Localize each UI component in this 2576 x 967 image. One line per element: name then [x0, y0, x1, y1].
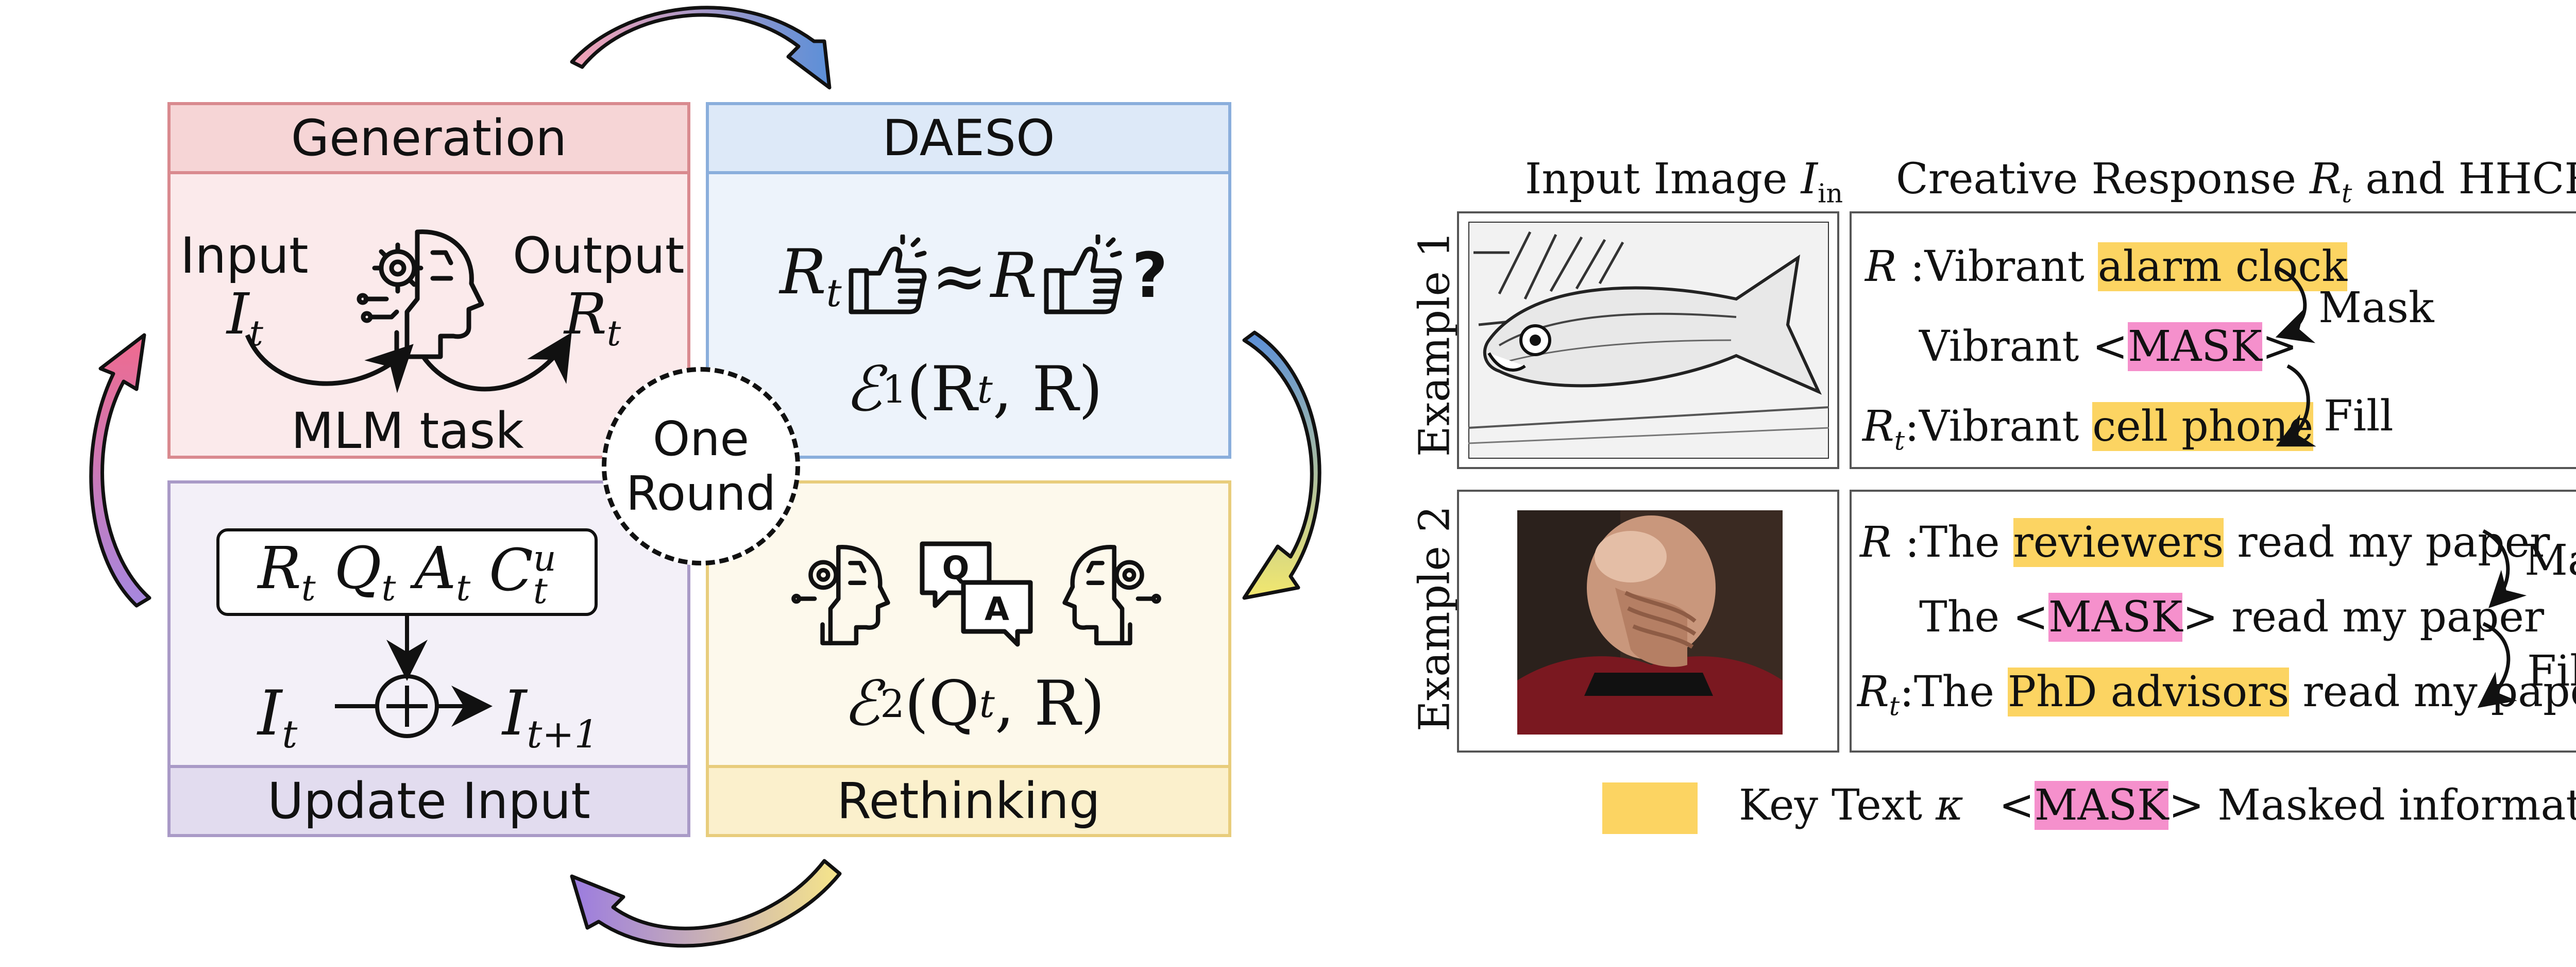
example-1-image [1468, 222, 1829, 459]
example-2-image-cell [1457, 490, 1839, 753]
cycle-arrow-right [1242, 330, 1321, 600]
cycle-arrow-left [89, 333, 151, 608]
example-2-image [1517, 510, 1783, 735]
example-1-text-cell [1850, 211, 2576, 469]
example-2-mask-label: Mask [2524, 536, 2576, 585]
robot-head-icon [357, 229, 484, 359]
mlm-task-label: MLM task [291, 402, 524, 460]
header-creative-response: Creative Response Rt and HHCR R [1896, 155, 2576, 209]
cycle-arrow-bottom [570, 859, 842, 948]
example-1-mask-label: Mask [2318, 284, 2434, 332]
example-1-response: Rt:Vibrant cell phone [1862, 402, 2314, 456]
daeso-comparison: Rt ≈ R ? [732, 232, 1216, 320]
one-round-line2: Round [625, 465, 776, 521]
rethinking-title: Rethinking [837, 772, 1100, 830]
rethinking-header: Rethinking [706, 765, 1231, 837]
daeso-title: DAESO [882, 109, 1055, 167]
generation-title: Generation [291, 109, 567, 167]
example-1-mask-fill-arrows [2275, 266, 2316, 447]
robot-head-icon [791, 545, 890, 645]
mask-token: MASK [2128, 322, 2262, 371]
input-next: It+1 [502, 678, 599, 757]
key-text-legend: Key Text κ [1739, 781, 1963, 830]
example-2-masked: The <MASK> read my paper [1919, 593, 2545, 642]
input-current: It [258, 678, 298, 757]
input-label: Input [180, 227, 309, 285]
example-2-text-cell [1850, 490, 2576, 753]
one-round-line1: One [652, 411, 750, 466]
update-title: Update Input [267, 772, 590, 830]
header-input-image: Input Image Iin [1525, 155, 1843, 209]
svg-text:A: A [985, 590, 1009, 628]
generation-flow-arrows [245, 332, 572, 393]
key-text-swatch [1602, 782, 1698, 834]
example-2-mask-fill-arrows [2477, 529, 2527, 708]
example-2-hhcr: R :The reviewers read my paper [1860, 518, 2550, 567]
update-flow [335, 616, 493, 738]
key-text-highlight: reviewers [2013, 518, 2224, 567]
mask-token: MASK [2048, 593, 2183, 642]
example-2-response: Rt:The PhD advisors read my paper [1857, 668, 2576, 722]
output-label: Output [513, 227, 685, 285]
one-round-badge: One Round [602, 367, 800, 565]
mask-legend: <MASK> Masked information [1999, 781, 2576, 830]
update-header: Update Input [167, 765, 690, 837]
key-text-highlight: PhD advisors [2007, 668, 2290, 716]
example-1-masked: Vibrant <MASK> [1919, 322, 2298, 371]
daeso-header: DAESO [706, 102, 1231, 174]
svg-text:Q: Q [942, 549, 970, 587]
example-1-hhcr: R :Vibrant alarm clock [1865, 242, 2348, 291]
thumbs-up-icon [849, 235, 927, 314]
generation-header: Generation [167, 102, 690, 174]
cycle-arrow-top [570, 6, 832, 90]
qa-chat-icon: Q A [920, 541, 1033, 647]
robot-head-icon [1062, 545, 1161, 645]
mask-token: MASK [2034, 781, 2169, 830]
thumbs-up-icon [1044, 235, 1122, 314]
example-1-fill-label: Fill [2324, 392, 2394, 441]
example-1-image-cell [1457, 211, 1839, 469]
example-2-fill-label: Fill [2527, 647, 2576, 696]
key-text-highlight: alarm clock [2097, 242, 2348, 291]
